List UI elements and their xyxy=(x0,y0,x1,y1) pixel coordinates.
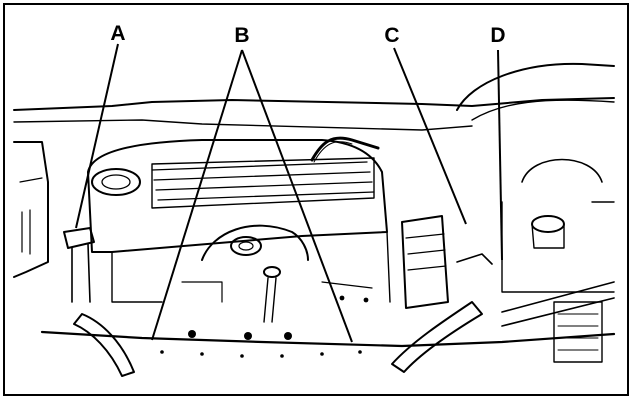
leader-c xyxy=(393,47,467,225)
diagram-frame: A B C D xyxy=(3,3,629,396)
engine-cover xyxy=(87,139,388,253)
left-hood-strut xyxy=(73,313,135,377)
leader-d xyxy=(497,49,503,261)
right-grille-box xyxy=(553,301,603,363)
callout-label-d: D xyxy=(490,24,505,47)
dipstick-tube xyxy=(263,277,277,323)
fender-line xyxy=(471,99,615,121)
radiator-support xyxy=(40,330,616,348)
upper-hose xyxy=(310,136,380,162)
right-crossbar xyxy=(501,281,615,327)
callout-label-a: A xyxy=(110,22,125,45)
right-hood-strut xyxy=(391,301,483,373)
upper-hose-inner xyxy=(313,141,353,163)
engine-compartment-illustration: A B C D xyxy=(13,22,616,377)
right-fender-panel xyxy=(501,201,615,293)
strut-tower-outline xyxy=(456,62,615,111)
right-reservoir-cap xyxy=(531,215,565,233)
left-fender xyxy=(13,141,49,278)
intake-arch xyxy=(201,224,309,261)
leader-b-left xyxy=(151,49,243,341)
engine-cover-ribs xyxy=(151,161,375,201)
leader-b-right xyxy=(241,49,353,343)
left-wiring xyxy=(21,209,31,255)
right-reservoir-body xyxy=(531,223,565,249)
reservoir-a-neck xyxy=(71,243,91,303)
leader-a xyxy=(75,43,119,229)
engine-block-sides xyxy=(111,231,391,303)
oil-filler-cap-inner xyxy=(101,174,131,190)
right-component-box xyxy=(401,215,449,309)
center-filler-cap-inner xyxy=(238,241,254,251)
battery-terminal-lead xyxy=(456,253,493,265)
reservoir-a-cap xyxy=(63,227,95,249)
callout-label-c: C xyxy=(384,24,399,47)
dipstick-handle xyxy=(263,266,281,278)
right-wire-loop xyxy=(521,158,603,183)
cowl-line xyxy=(13,119,473,131)
bolt-dots xyxy=(160,295,369,358)
center-filler-cap xyxy=(230,236,262,256)
right-component-ribs xyxy=(405,233,447,271)
right-grille-slats xyxy=(557,313,599,351)
callout-label-b: B xyxy=(234,24,249,47)
engine-cover-panel xyxy=(151,157,375,209)
oil-filler-cap-top xyxy=(91,168,141,196)
hood-edge xyxy=(13,97,615,111)
left-fender-line xyxy=(19,177,43,183)
